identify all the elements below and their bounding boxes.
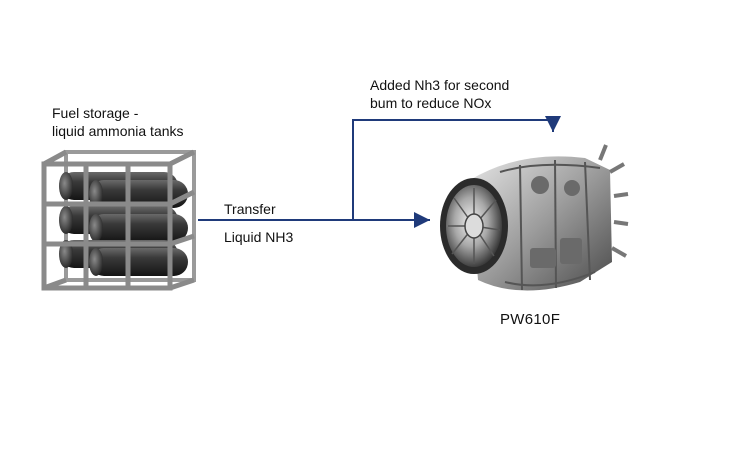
tank-row-middle [59,206,188,242]
added-nh3-label-line2: bum to reduce NOx [370,95,492,111]
added-nh3-label-line1: Added Nh3 for second [370,77,510,93]
fuel-storage-label-line2: liquid ammonia tanks [52,123,184,139]
fuel-storage-label: Fuel storage - liquid ammonia tanks [52,104,184,140]
added-nh3-label: Added Nh3 for second bum to reduce NOx [370,76,509,112]
tank-row-bottom [59,240,188,276]
engine-model-label: PW610F [500,311,561,328]
secondary-feed-arrow [352,116,561,220]
turbofan-engine-icon [440,144,629,291]
fuel-storage-label-line1: Fuel storage - [52,105,139,121]
tank-row-top [59,172,188,208]
liquid-nh3-label: Liquid NH3 [224,229,294,245]
flow-arrows [198,116,561,228]
ammonia-tank-rack-icon [41,149,196,291]
transfer-label: Transfer [224,201,276,217]
